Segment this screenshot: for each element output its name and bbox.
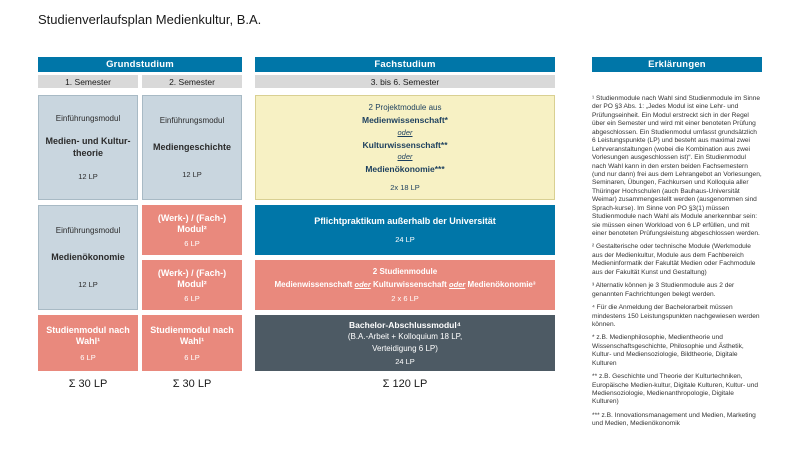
option-kulturwissenschaft: Kulturwissenschaft: [373, 280, 447, 290]
projekt-option-medienwissenschaft: Medienwissenschaft*: [362, 114, 448, 125]
header-erklaerungen: Erklärungen: [592, 57, 762, 72]
module-lp: 12 LP: [182, 169, 202, 179]
module-name: Medien- und Kultur-theorie: [45, 136, 131, 158]
module-name: Pflichtpraktikum außerhalb der Universit…: [314, 216, 496, 227]
projekt-option-medienoekonomie: Medienökonomie***: [365, 164, 445, 175]
module-box-projektmodule: 2 Projektmodule aus Medienwissenschaft* …: [255, 95, 555, 200]
module-lp: 12 LP: [78, 172, 98, 182]
studienmodule-intro: 2 Studienmodule: [372, 267, 438, 277]
module-name: Studienmodul nach Wahl¹: [46, 324, 130, 346]
option-medienoekonomie: Medienökonomie³: [467, 280, 536, 290]
abschluss-detail-2: Verteidigung 6 LP): [372, 344, 438, 354]
module-box-medienoekonomie-einfuehrung: Einführungsmodul Medienökonomie 12 LP: [38, 205, 138, 310]
module-name: (Werk-) / (Fach-) Modul²: [157, 267, 227, 289]
module-box-pflichtpraktikum: Pflichtpraktikum außerhalb der Universit…: [255, 205, 555, 255]
erklaerung-stern-2: ** z.B. Geschichte und Theorie der Kultu…: [592, 373, 759, 406]
sum-semester-1: Σ 30 LP: [68, 378, 108, 390]
module-box-werk-fach-modul-1: (Werk-) / (Fach-) Modul² 6 LP: [142, 205, 242, 255]
module-box-studienmodul-wahl-sem2: Studienmodul nach Wahl¹ 6 LP: [142, 315, 242, 371]
module-name: (Werk-) / (Fach-) Modul²: [157, 212, 227, 234]
erklaerung-fussnote-4: ⁴ Für die Anmeldung der Bachelorarbeit m…: [592, 304, 760, 328]
oder-label: oder: [397, 152, 413, 162]
header-grundstudium: Grundstudium: [38, 57, 242, 72]
module-lp: 24 LP: [395, 234, 415, 244]
subheader-semester-2: 2. Semester: [142, 75, 242, 88]
erklaerung-stern-1: * z.B. Medienphilosophie, Medientheorie …: [592, 334, 744, 367]
module-box-studienmodule-fach: 2 Studienmodule Medienwissenschaft oder …: [255, 260, 555, 310]
module-type: Einführungsmodul: [55, 226, 121, 236]
erklaerung-fussnote-2: ² Gestalterische oder technische Module …: [592, 243, 756, 276]
module-box-werk-fach-modul-2: (Werk-) / (Fach-) Modul² 6 LP: [142, 260, 242, 310]
sum-fachstudium: Σ 120 LP: [382, 378, 428, 390]
module-name: Medienökonomie: [51, 251, 125, 262]
erklaerung-fussnote-3: ³ Alternativ können je 3 Studienmodule a…: [592, 282, 735, 298]
module-type: Einführungsmodul: [55, 113, 121, 123]
module-type: Einführungsmodul: [159, 116, 225, 126]
module-box-studienmodul-wahl-sem1: Studienmodul nach Wahl¹ 6 LP: [38, 315, 138, 371]
module-name: Studienmodul nach Wahl¹: [150, 324, 234, 346]
module-lp: 6 LP: [80, 352, 96, 362]
module-box-medien-kulturtheorie: Einführungsmodul Medien- und Kultur-theo…: [38, 95, 138, 200]
module-lp: 2x 18 LP: [390, 183, 420, 193]
erklaerung-fussnote-1: ¹ Studienmodule nach Wahl sind Studienmo…: [592, 95, 762, 237]
sum-semester-2: Σ 30 LP: [172, 378, 212, 390]
oder-label: oder: [449, 280, 466, 290]
module-box-bachelor-abschluss: Bachelor-Abschlussmodul⁴ (B.A.-Arbeit + …: [255, 315, 555, 371]
page-title: Studienverlaufsplan Medienkultur, B.A.: [38, 12, 262, 27]
subheader-semester-3-6: 3. bis 6. Semester: [255, 75, 555, 88]
subheader-semester-1: 1. Semester: [38, 75, 138, 88]
option-medienwissenschaft: Medienwissenschaft: [274, 280, 353, 290]
erklaerung-stern-3: *** z.B. Innovationsmanagement und Medie…: [592, 411, 756, 428]
abschluss-detail-1: (B.A.-Arbeit + Kolloquium 18 LP,: [347, 332, 463, 342]
module-lp: 6 LP: [184, 293, 200, 303]
projekt-option-kulturwissenschaft: Kulturwissenschaft**: [362, 139, 448, 150]
module-lp: 6 LP: [184, 352, 200, 362]
erklaerungen-body: ¹ Studienmodule nach Wahl sind Studienmo…: [592, 95, 762, 434]
module-lp: 24 LP: [395, 356, 415, 366]
module-box-mediengeschichte: Einführungsmodul Mediengeschichte 12 LP: [142, 95, 242, 200]
module-lp: 2 x 6 LP: [391, 293, 419, 303]
module-lp: 6 LP: [184, 238, 200, 248]
module-name: Mediengeschichte: [152, 141, 232, 152]
studienmodule-options: Medienwissenschaft oder Kulturwissenscha…: [274, 280, 535, 290]
oder-label: oder: [397, 127, 413, 137]
module-lp: 12 LP: [78, 279, 98, 289]
projektmodule-intro: 2 Projektmodule aus: [368, 102, 442, 112]
header-fachstudium: Fachstudium: [255, 57, 555, 72]
oder-label: oder: [354, 280, 371, 290]
module-name: Bachelor-Abschlussmodul⁴: [349, 320, 461, 331]
